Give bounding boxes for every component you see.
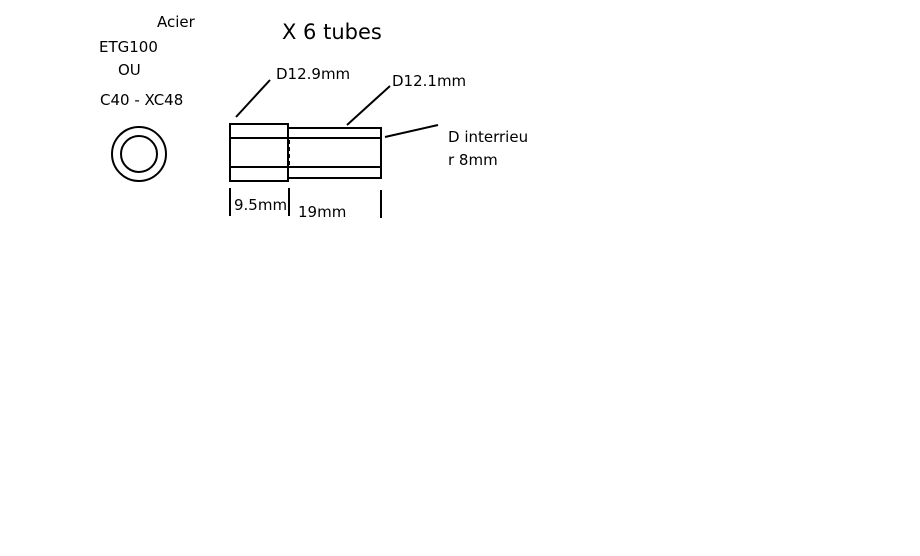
long-length-label: 19mm [298, 203, 347, 221]
tube-side-view [229, 123, 382, 182]
outer-circle [111, 126, 167, 182]
inner-circle [120, 135, 158, 173]
material-separator: OU [118, 61, 141, 79]
large-section [229, 123, 289, 182]
leader-inner-diameter [384, 124, 439, 138]
large-diameter-label: D12.9mm [276, 65, 351, 83]
short-length-label: 9.5mm [234, 196, 288, 214]
leader-small-diameter [346, 85, 391, 126]
drawing-title: X 6 tubes [282, 20, 382, 44]
leader-large-diameter [235, 79, 271, 118]
inner-diameter-label-line2: r 8mm [448, 151, 498, 169]
dimension-lines [229, 188, 382, 218]
tube-end-view [111, 126, 167, 182]
inner-diameter-label-line1: D interrieu [448, 128, 529, 146]
small-diameter-label: D12.1mm [392, 72, 467, 90]
material-grade-1: ETG100 [99, 38, 158, 56]
material-label: Acier [157, 13, 195, 31]
small-section [287, 127, 382, 179]
leader-lines [235, 79, 439, 138]
material-grade-2: C40 - XC48 [100, 91, 184, 109]
